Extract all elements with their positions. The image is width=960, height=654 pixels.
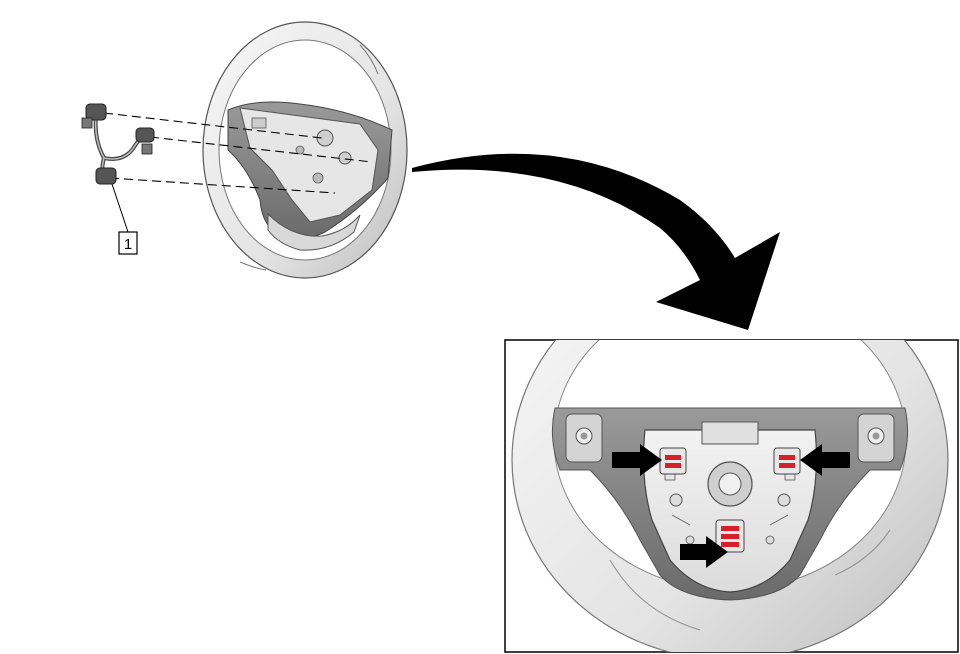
right-spoke-boss (857, 413, 895, 463)
callout-1-label: 1 (124, 236, 132, 253)
black-arrow-icon-left (612, 444, 662, 476)
harness-connector-bottom (95, 167, 117, 185)
top-tab (701, 421, 759, 445)
wiring-harness (81, 103, 155, 233)
curved-arrow-icon (412, 153, 780, 330)
callout-1: 1 (118, 231, 138, 255)
clip-left (659, 447, 687, 475)
left-spoke-boss (565, 413, 603, 463)
overview-steering-wheel (202, 21, 408, 279)
alignment-lines (103, 112, 373, 194)
clip-bottom (715, 519, 745, 553)
harness-connector-right (135, 127, 155, 155)
black-arrow-icon-bottom (680, 536, 728, 568)
detail-view (504, 339, 959, 653)
clip-right (773, 447, 801, 475)
black-arrow-icon-right (800, 444, 850, 476)
harness-connector-top (81, 103, 107, 129)
